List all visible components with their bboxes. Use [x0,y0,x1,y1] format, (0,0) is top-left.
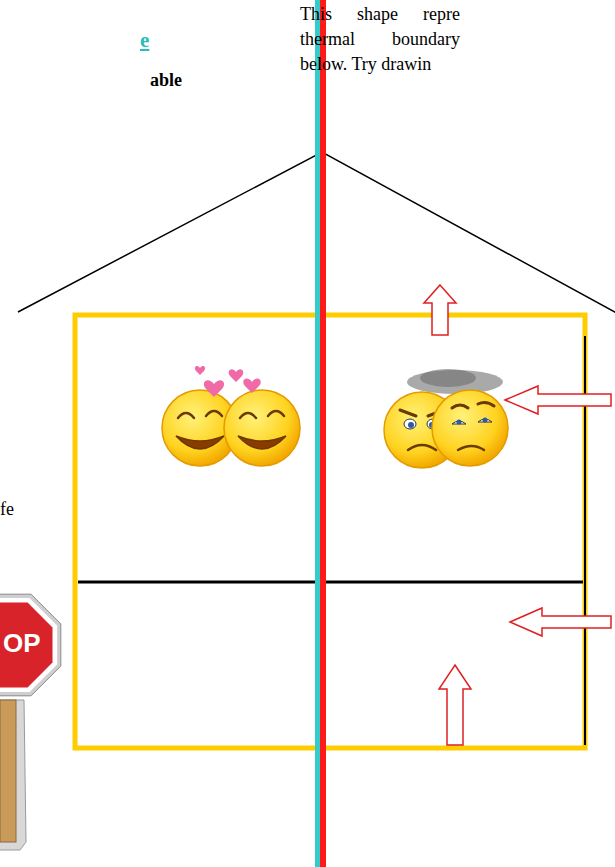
sign-text: OP [3,628,41,659]
happy-faces [162,366,300,466]
note-text: This shape repre thermal boundary below.… [300,2,460,77]
heading-text: fe [0,497,14,522]
stop-sign-pole [0,700,26,850]
stop-sign: OP [0,590,65,700]
thermal-boundary [75,315,585,748]
angry-faces [384,369,508,468]
heading-text: able [150,68,182,93]
divider-line [320,0,326,867]
divider-line [315,0,320,867]
heading-text: e [140,28,149,53]
floor-line [78,581,583,584]
heat-arrows [424,285,611,745]
